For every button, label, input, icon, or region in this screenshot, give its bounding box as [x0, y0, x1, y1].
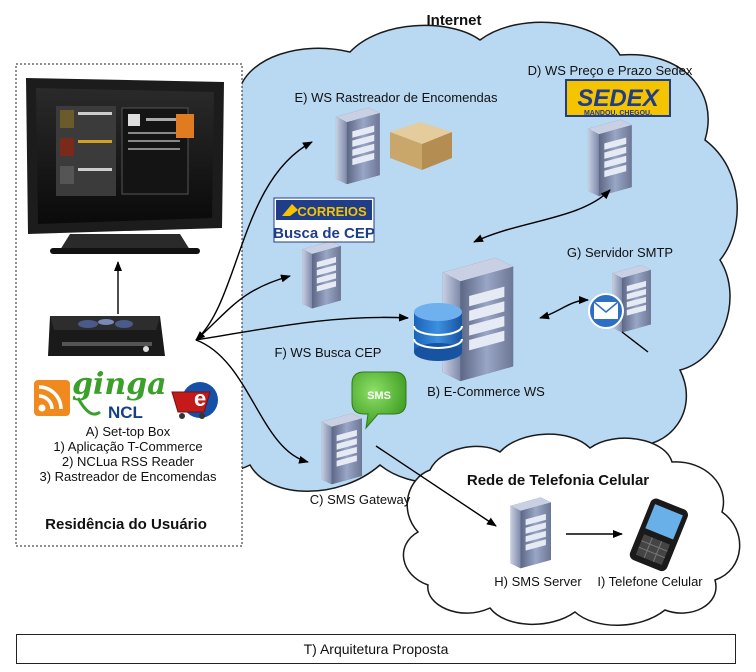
package-icon [390, 122, 452, 170]
settop-box-icon [48, 316, 165, 356]
svg-text:e: e [194, 386, 206, 411]
sms-gateway-label: C) SMS Gateway [310, 492, 411, 507]
internet-label: Internet [426, 12, 481, 29]
svg-text:CORREIOS: CORREIOS [297, 204, 367, 219]
ws-tracker-server-icon [335, 107, 380, 185]
database-icon [413, 303, 463, 361]
arrow-ecommerce [195, 313, 409, 341]
sms-server-label: H) SMS Server [494, 574, 582, 589]
connectors [114, 141, 649, 538]
ws-price-label: D) WS Preço e Prazo Sedex [528, 63, 693, 78]
settop-line-3: 3) Rastreador de Encomendas [39, 469, 217, 484]
sms-server-icon [510, 497, 551, 569]
arrow-smtp-to-sms [621, 331, 649, 353]
sedex-logo: SEDEX MANDOU, CHEGOU. [565, 79, 671, 117]
rss-icon [34, 380, 70, 416]
tv-icon [26, 78, 224, 254]
arrow-smtp [539, 296, 589, 320]
arrow-price [473, 189, 611, 243]
sms-icon: SMS [351, 371, 407, 430]
cell-network-label: Rede de Telefonia Celular [467, 472, 649, 489]
svg-text:MANDOU, CHEGOU.: MANDOU, CHEGOU. [584, 110, 652, 117]
svg-text:ginga: ginga [72, 367, 167, 402]
settop-line-1: 1) Aplicação T-Commerce [53, 439, 202, 454]
phone-icon [629, 498, 688, 572]
settop-line-0: A) Set-top Box [86, 424, 171, 439]
phone-label: I) Telefone Celular [597, 574, 703, 589]
arrow-tracker [195, 141, 313, 341]
arrow-gateway-to-smsserver [375, 445, 497, 527]
settop-line-2: 2) NCLua RSS Reader [62, 454, 195, 469]
arrow-sms-gateway [195, 339, 309, 464]
ginga-ncl-logo: ginga NCL [72, 367, 167, 422]
svg-text:Busca de CEP: Busca de CEP [273, 225, 375, 242]
user-home-label: Residência do Usuário [45, 516, 207, 533]
sms-gateway-server-icon [321, 413, 362, 485]
ecommerce-cart-logo: e [171, 382, 218, 419]
ecommerce-label: B) E-Commerce WS [427, 384, 545, 399]
cell-network-cloud [402, 433, 741, 626]
correios-logo: CORREIOS Busca de CEP [273, 197, 375, 243]
svg-text:SEDEX: SEDEX [577, 85, 660, 112]
svg-text:NCL: NCL [108, 403, 143, 422]
smtp-label: G) Servidor SMTP [567, 245, 673, 260]
arrow-cep [195, 274, 291, 341]
figure-caption: T) Arquitetura Proposta [16, 634, 736, 664]
ws-cep-server-icon [302, 241, 341, 309]
ws-tracker-label: E) WS Rastreador de Encomendas [294, 90, 498, 105]
mail-icon [588, 293, 624, 329]
svg-text:SMS: SMS [367, 390, 391, 402]
ws-price-server-icon [587, 119, 632, 197]
ws-cep-label: F) WS Busca CEP [275, 345, 382, 360]
